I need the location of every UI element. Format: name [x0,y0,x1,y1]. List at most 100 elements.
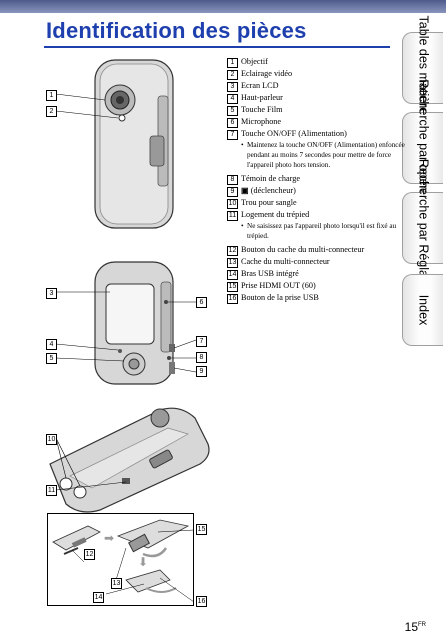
item-label: Bouton du cache du multi-connecteur [241,245,365,254]
item-label: Eclairage vidéo [241,69,293,78]
item-number: 14 [227,270,238,280]
lens-icon [104,84,136,116]
item-number: 12 [227,246,238,256]
lcd-screen [105,283,155,345]
video-light-icon [118,114,126,122]
tripod-socket [122,478,130,484]
camera-back-illustration [55,59,174,229]
item-number: 13 [227,258,238,268]
tab-search-by-settings[interactable]: Recherche par Réglages [402,159,443,297]
item-number: 5 [227,106,238,116]
camera-body [49,407,210,513]
item-number: 15 [227,282,238,292]
camera-bottom-illustration [49,407,210,513]
callout-3: 3 [46,288,57,299]
shutter-button [169,362,175,374]
bullet-icon: • [241,222,244,230]
connector-detail-inset: ➡ ⬇ [47,513,195,606]
lens-icon [150,408,170,428]
title-underline [44,46,390,48]
item-label: Objectif [241,57,268,66]
callout-9: 9 [196,366,207,377]
page-language: FR [418,622,426,628]
item-number: 2 [227,70,238,80]
item-number: 9 [227,187,238,197]
item-number: 8 [227,175,238,185]
callout-8: 8 [196,352,207,363]
arrow-down-icon: ⬇ [138,555,148,569]
power-button [169,344,175,352]
camera-body [94,59,174,229]
callout-5: 5 [46,353,57,364]
callout-11: 11 [46,485,57,496]
callout-14: 14 [93,592,104,603]
item-note: •Ne saisissez pas l'appareil photo lorsq… [227,221,409,241]
callout-1: 1 [46,90,57,101]
callout-12: 12 [84,549,95,560]
callout-2: 2 [46,106,57,117]
item-label: Bras USB intégré [241,269,299,278]
microphone-icon [164,300,168,304]
header-bar [0,0,446,13]
list-item: 9▣ (déclencheur) [227,185,402,197]
camera-icon: ▣ [241,186,249,195]
camera-front-illustration [55,261,197,385]
callout-4: 4 [46,339,57,350]
item-number: 16 [227,294,238,304]
arrow-right-icon: ➡ [104,531,114,545]
charge-lamp [167,356,171,360]
item-label: Cache du multi-connecteur [241,257,330,266]
item-note: •Maintenez la touche ON/OFF (Alimentatio… [227,140,409,170]
note-text: Ne saisissez pas l'appareil photo lorsqu… [247,222,397,240]
speaker-icon [118,349,122,353]
callout-6: 6 [196,297,207,308]
item-label: Témoin de charge [241,174,300,183]
page-number-value: 15 [404,620,418,634]
callout-16: 16 [196,596,207,607]
item-label: Touche ON/OFF (Alimentation) [241,129,347,138]
item-number: 11 [227,211,238,221]
connector-detail-illustration: ➡ ⬇ [52,519,195,603]
item-label: (déclencheur) [250,186,296,195]
item-label: Ecran LCD [241,81,279,90]
item-number: 4 [227,94,238,104]
page-title: Identification des pièces [46,18,307,43]
callout-7: 7 [196,336,207,347]
item-label: Microphone [241,117,282,126]
tab-search-by-operation[interactable]: Recherche par opération [402,79,443,217]
item-number: 3 [227,82,238,92]
callout-13: 13 [111,578,122,589]
page-number: 15FR [405,620,426,634]
tab-table-of-contents[interactable]: Table des matières [402,16,443,120]
tab-label: Index [416,294,431,326]
item-label: Prise HDMI OUT (60) [241,281,316,290]
callout-10: 10 [46,434,57,445]
tab-index[interactable]: Index [402,274,443,346]
note-text: Maintenez la touche ON/OFF (Alimentation… [247,141,405,169]
item-label: Haut-parleur [241,93,283,102]
item-number: 10 [227,199,238,209]
item-number: 1 [227,58,238,68]
callout-15: 15 [196,524,207,535]
item-label: Trou pour sangle [241,198,297,207]
connector-cover [149,449,173,469]
item-label: Touche Film [241,105,283,114]
item-label: Bouton de la prise USB [241,293,319,302]
item-number: 7 [227,130,238,140]
